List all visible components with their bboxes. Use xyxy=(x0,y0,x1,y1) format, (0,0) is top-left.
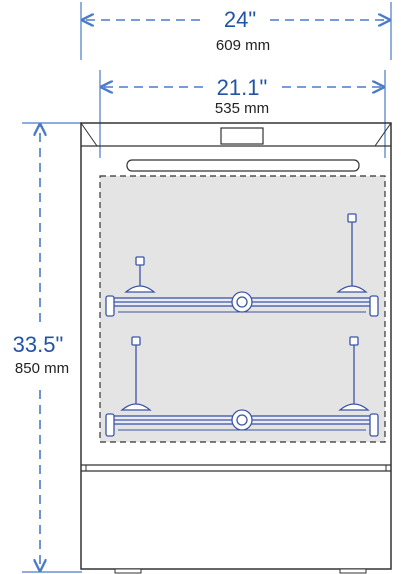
lower-spray-hub xyxy=(231,409,253,431)
upper-spray-hub xyxy=(231,291,253,313)
lower-rack xyxy=(105,336,379,437)
foot-left xyxy=(114,568,142,574)
outer-width-inches: 24" xyxy=(224,7,256,32)
height-dimension: 33.5" 850 mm xyxy=(13,122,82,573)
control-panel-bevel xyxy=(80,122,392,147)
inner-width-dimension: 21.1" 535 mm xyxy=(99,70,386,158)
cabinet-outline xyxy=(80,122,392,570)
height-inches: 33.5" xyxy=(13,332,64,357)
inner-width-mm: 535 mm xyxy=(215,100,269,117)
upper-rack xyxy=(105,213,379,317)
foot-right xyxy=(339,568,367,574)
outer-width-dimension: 24" 609 mm xyxy=(80,2,392,60)
dishwasher-cabinet xyxy=(80,122,392,574)
door-handle xyxy=(126,159,360,172)
inner-width-inches: 21.1" xyxy=(217,75,268,100)
height-mm: 850 mm xyxy=(15,360,69,377)
outer-width-mm: 609 mm xyxy=(216,37,270,54)
control-display xyxy=(220,127,264,145)
